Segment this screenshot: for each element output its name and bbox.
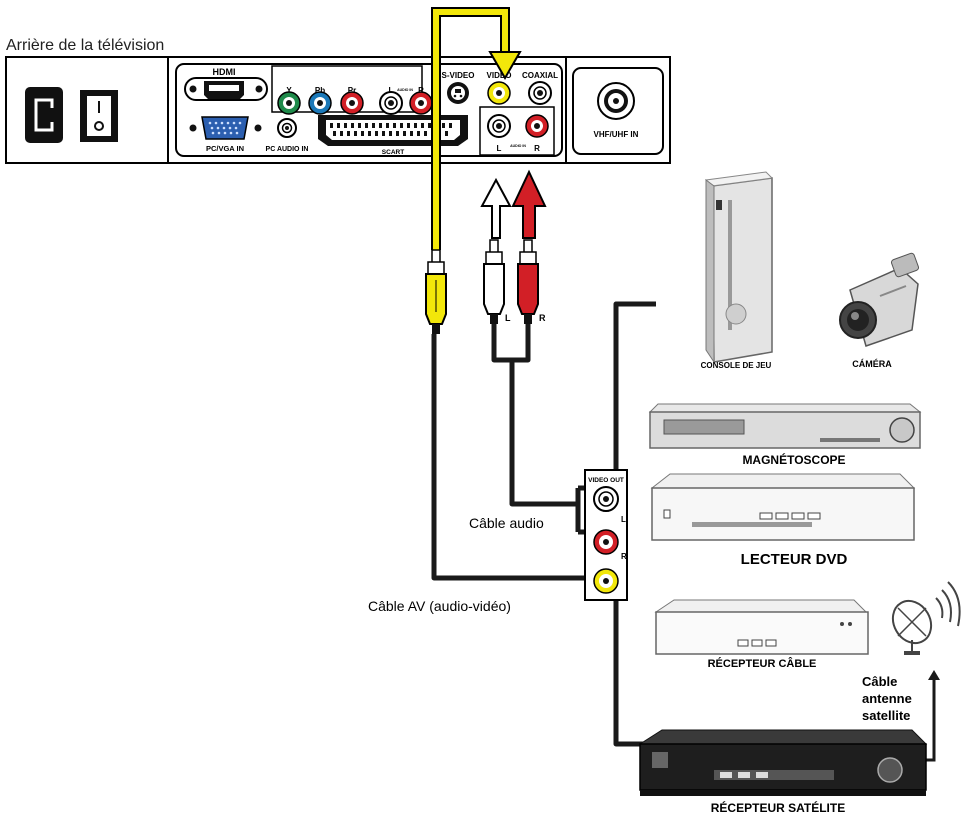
pc-vga-label: PC/VGA IN — [206, 144, 244, 153]
yellow-video-cable — [431, 7, 522, 250]
av-audio-right-jack-icon — [525, 114, 549, 138]
game-console-icon — [704, 171, 774, 364]
satellite-dish-icon — [891, 581, 961, 655]
vcr-label: MAGNÉTOSCOPE — [742, 452, 845, 467]
pb-label: Pb — [315, 86, 325, 95]
red-rca-plug-icon — [517, 239, 539, 324]
dvd-player-icon — [650, 473, 916, 541]
power-switch-icon — [80, 90, 118, 142]
audio-l-label: L — [389, 86, 394, 95]
audio-in-right-jack-icon — [409, 91, 433, 115]
video-camera-icon — [839, 252, 920, 347]
out-r-label: R — [621, 552, 627, 561]
svideo-jack-icon — [447, 82, 469, 104]
out-right-jack-icon — [593, 529, 619, 555]
vcr-icon — [648, 403, 922, 449]
tv-back-panel: HDMI Y Pb Pr L AUDIO IN R — [5, 56, 671, 164]
pc-audio-label: PC AUDIO IN — [266, 146, 309, 153]
antenna-cable-label-2: antenne — [862, 691, 912, 706]
vhf-uhf-label: VHF/UHF IN — [594, 130, 639, 139]
audio-cable-label: Câble audio — [469, 515, 544, 531]
coaxial-jack-icon — [528, 81, 552, 105]
video-out-label: VIDEO OUT — [588, 477, 624, 484]
svideo-label: S-VIDEO — [442, 71, 475, 80]
audio-r-label: R — [418, 86, 424, 95]
av-audio-in-label: AUDIO IN — [510, 144, 526, 148]
out-video-jack-icon — [593, 568, 619, 594]
av-audio-left-jack-icon — [487, 114, 511, 138]
cable-receiver-icon — [654, 599, 869, 655]
av-cable-label: Câble AV (audio-vidéo) — [368, 598, 511, 614]
hdmi-label: HDMI — [213, 67, 236, 77]
av-r-label: R — [534, 144, 540, 153]
white-audio-arrow-icon — [480, 177, 512, 239]
antenna-jack-icon — [597, 82, 635, 120]
scart-label: SCART — [382, 149, 404, 156]
dvd-label: LECTEUR DVD — [741, 551, 848, 568]
antenna-cable-label-3: satellite — [862, 708, 910, 723]
audio-in-small-label: AUDIO IN — [397, 88, 413, 92]
out-l-label: L — [621, 515, 626, 524]
av-l-label: L — [497, 144, 502, 153]
console-label: CONSOLE DE JEU — [701, 361, 772, 370]
diagram-title: Arrière de la télévision — [6, 37, 164, 54]
cable-receiver-label: RÉCEPTEUR CÂBLE — [708, 657, 817, 670]
audio-in-left-jack-icon — [379, 91, 403, 115]
pc-audio-jack-icon — [277, 118, 297, 138]
video-arrow-icon — [488, 51, 522, 81]
plug-left-label: L — [505, 313, 511, 323]
satellite-receiver-label: RÉCEPTEUR SATÉLITE — [711, 800, 845, 815]
video-out-jack-panel: VIDEO OUT L R — [584, 469, 628, 601]
white-rca-plug-icon — [483, 239, 505, 324]
vga-port-icon — [201, 116, 249, 140]
camera-label: CÁMÉRA — [852, 359, 892, 369]
antenna-cable-label-1: Câble — [862, 674, 897, 689]
satellite-receiver-icon — [638, 729, 928, 796]
hdmi-port-icon — [184, 77, 268, 101]
video-label: VIDEO — [487, 71, 512, 80]
y-label: Y — [286, 86, 292, 95]
component-pr-jack-icon — [340, 91, 364, 115]
yellow-rca-plug-icon — [425, 249, 447, 334]
component-pb-jack-icon — [308, 91, 332, 115]
component-y-jack-icon — [277, 91, 301, 115]
out-left-jack-icon — [593, 486, 619, 512]
plug-right-label: R — [539, 313, 546, 323]
video-jack-icon — [487, 81, 511, 105]
coaxial-label: COAXIAL — [522, 71, 558, 80]
scart-port-icon — [318, 115, 468, 146]
pr-label: Pr — [348, 86, 356, 95]
red-audio-arrow-icon — [511, 169, 547, 239]
antenna-arrow-icon — [928, 670, 940, 680]
power-socket-icon — [25, 87, 63, 143]
